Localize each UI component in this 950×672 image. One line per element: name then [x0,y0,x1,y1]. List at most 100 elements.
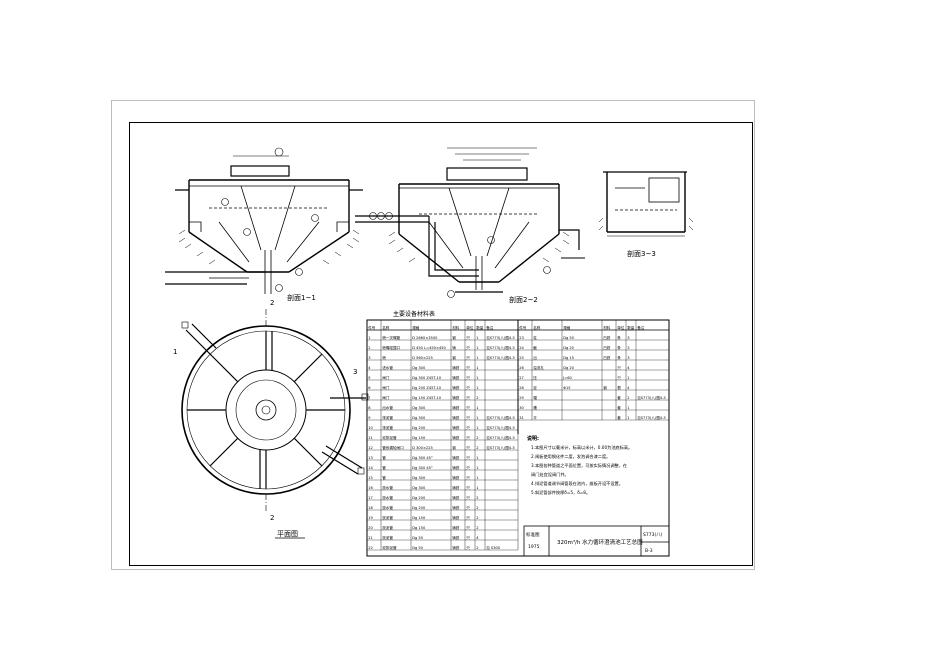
table-cell: 管 [382,475,386,480]
table-header-cell: 单位 [466,325,474,330]
table-cell: 见S773(八)图4-5 [486,446,515,450]
table-cell: 2 [368,346,370,350]
notes-block: 1.本图尺寸以毫米计，标高以米计，0.00为池底标高。 2.闸板使用钢化件二度，发… [531,444,632,496]
table-cell: 只 [466,526,470,530]
table-cell: 双排泥管 [382,545,397,550]
table-cell: 管 [382,455,386,460]
table-cell: D 450 L=450×450 [412,346,446,350]
table-cell: 闸门 [382,395,390,400]
table-cell: 2 [476,446,478,450]
table-cell: 铸铁 [452,375,460,380]
table-cell: 只 [466,476,470,480]
notes-title: 说明: [527,435,539,442]
table-cell: 放泥管 [382,535,393,540]
table-cell: 双排泥管 [382,435,397,440]
table-cell: 只 [466,396,470,400]
table-cell: 1 [476,476,478,480]
table-cell: 2 [476,436,478,440]
table-cell: 铸铁 [452,435,460,440]
table-cell: Dg 300 [412,406,426,410]
table-cell: 只 [466,406,470,410]
table-cell: 铸铁 [452,525,460,530]
table-cell: 7 [368,396,370,400]
table-cell: 2 [476,526,478,530]
table-cell: 18 [368,506,373,510]
table-cell: 放水管 [382,495,393,500]
table-cell: Dg 50 [412,536,423,540]
table-header-cell: 规格 [412,325,420,330]
table-cell: 只 [466,416,470,420]
table-cell: 25 [519,356,524,360]
table-cell: 2 [476,546,478,550]
plan-marker-right: 3 [353,368,357,376]
table-cell: 铸铁 [452,365,460,370]
table-cell: 1 [368,336,370,340]
table-cell: 排泥管 [382,415,393,420]
table-cell: 1 [476,406,478,410]
table-cell: 16 [368,486,373,490]
section-2-drawing [355,147,585,298]
table-cell: 13 [368,456,373,460]
table-cell: 2 [627,396,629,400]
section-3-drawing [598,171,694,237]
table-cell: 6 [368,386,371,390]
plan-marker-bottom: 2 [270,514,274,522]
plan-label: 平面图 [277,530,298,538]
table-cell: Dg 150 Z45T-10 [412,396,442,400]
table-cell: 铸铁 [452,465,460,470]
table-cell: 14 [368,466,373,470]
title-block [523,525,670,557]
table-cell: Dg 300 45° [412,456,433,460]
table-cell: 4 [476,536,479,540]
table-cell: Dg 200 [412,506,426,510]
note-line: 4.排泥管道调节阀管段在池内，维板开设不设置。 [531,480,623,487]
table-cell: 1 [627,416,629,420]
table-header-cell: 备注 [637,325,645,330]
table-cell: 管 [382,465,386,470]
table-cell: 1 [476,486,478,490]
table-cell: 钢 [452,355,456,360]
table-cell: 白铁 [603,335,611,340]
table-cell: 见S773(八)图4-5 [486,346,515,350]
table-cell: 见S773(八)图4-5 [637,396,666,400]
table-cell: Dg 300 [412,476,426,480]
note-line: 5.斜泥管部件按厚δ=5，δ=8。 [531,489,590,496]
table-cell: 铸铁 [452,425,460,430]
table-cell: 白铁 [603,355,611,360]
table-cell: 30 [519,406,524,410]
table-cell: Dg 150 [412,436,426,440]
table-cell: Dg 150 [412,526,426,530]
table-cell: 17 [368,496,373,500]
table-cell: 铸铁 [452,405,460,410]
table-cell: 31 [519,416,524,420]
table-cell: 排泥管 [382,425,393,430]
table-cell: 只 [466,336,470,340]
table-cell: 5 [368,376,370,380]
table-cell: 1 [476,416,478,420]
table-header-cell: 数量 [627,325,635,330]
table-cell: Dg 15 [563,356,574,360]
plan-view-drawing [181,308,369,512]
table-cell: 柱 [533,335,537,340]
table-cell: 1 [627,376,629,380]
table-cell: 只 [466,446,470,450]
table-cell: 1 [476,356,478,360]
table-cell: 套 [617,415,621,420]
table-cell: 只 [466,436,470,440]
table-cell: 铸铁 [452,505,460,510]
table-cell: 1 [476,426,478,430]
table-cell: 只 [617,366,621,370]
note-line: 2.闸板使用钢化件二度，发泡调合漆二度。 [531,453,610,460]
table-cell: 喷 [382,355,386,360]
table-cell: D 300×225 [412,446,433,450]
section-2-label: 剖面2~2 [509,295,538,304]
table-cell: 1 [476,386,478,390]
table-cell: Dg 300 [412,416,426,420]
table-cell: Dg 200 [412,496,426,500]
table-cell: Dg 300 [412,486,426,490]
table-cell: 压 [533,376,537,380]
note-line: 1.本图尺寸以毫米计，标高以米计，0.00为池底标高。 [531,444,632,451]
table-cell: 只 [466,486,470,490]
title-block-sheet: B-3 [645,548,653,554]
